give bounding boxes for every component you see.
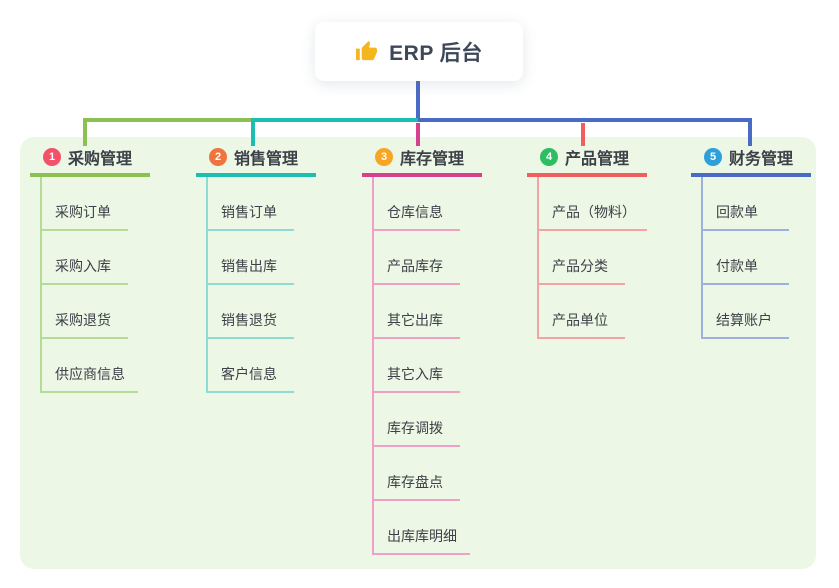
- child-node: 采购退货: [42, 285, 150, 339]
- branch-children: 销售订单 销售出库 销售退货 客户信息: [206, 177, 316, 393]
- child-label: 产品单位: [539, 310, 625, 339]
- branch-sales: 2 销售管理 销售订单 销售出库 销售退货 客户信息: [196, 146, 316, 393]
- child-label: 其它出库: [374, 310, 460, 339]
- branch-node: 3 库存管理: [362, 146, 482, 177]
- child-node: 回款单: [703, 177, 811, 231]
- child-label: 销售退货: [208, 310, 294, 339]
- branch-label: 销售管理: [234, 150, 299, 168]
- branch-product: 4 产品管理 产品（物料） 产品分类 产品单位: [527, 146, 647, 339]
- branch-children: 回款单 付款单 结算账户: [701, 177, 811, 339]
- branch-number-badge: 1: [43, 147, 61, 166]
- child-node: 结算账户: [703, 285, 811, 339]
- child-node: 出库库明细: [374, 501, 482, 555]
- child-node: 采购入库: [42, 231, 150, 285]
- child-label: 销售订单: [208, 202, 294, 231]
- child-label: 其它入库: [374, 364, 460, 393]
- child-label: 产品（物料）: [539, 202, 647, 231]
- branch-node: 5 财务管理: [691, 146, 811, 177]
- child-label: 结算账户: [703, 310, 789, 339]
- branch-children: 仓库信息 产品库存 其它出库 其它入库 库存调拨 库存盘点 出库库明细: [372, 177, 482, 555]
- child-label: 出库库明细: [374, 526, 470, 555]
- child-node: 供应商信息: [42, 339, 150, 393]
- child-label: 销售出库: [208, 256, 294, 285]
- branch-finance: 5 财务管理 回款单 付款单 结算账户: [691, 146, 811, 339]
- thumbs-up-icon: [356, 40, 378, 61]
- branch-node: 1 采购管理: [30, 146, 150, 177]
- child-node: 销售出库: [208, 231, 316, 285]
- child-node: 客户信息: [208, 339, 316, 393]
- child-label: 采购入库: [42, 256, 128, 285]
- branch-children: 采购订单 采购入库 采购退货 供应商信息: [40, 177, 150, 393]
- branch-node: 4 产品管理: [527, 146, 647, 177]
- child-label: 采购订单: [42, 202, 128, 231]
- child-node: 仓库信息: [374, 177, 482, 231]
- child-node: 销售退货: [208, 285, 316, 339]
- child-label: 客户信息: [208, 364, 294, 393]
- branch-number-badge: 5: [704, 147, 722, 166]
- branch-children: 产品（物料） 产品分类 产品单位: [537, 177, 647, 339]
- child-node: 产品库存: [374, 231, 482, 285]
- branch-label: 财务管理: [729, 150, 794, 168]
- child-node: 其它入库: [374, 339, 482, 393]
- child-label: 仓库信息: [374, 202, 460, 231]
- branch-number-badge: 3: [375, 147, 393, 166]
- branch-number-badge: 2: [209, 147, 227, 166]
- child-label: 库存调拨: [374, 418, 460, 447]
- child-label: 回款单: [703, 202, 789, 231]
- root-node: ERP 后台: [315, 22, 523, 81]
- child-node: 库存调拨: [374, 393, 482, 447]
- child-node: 付款单: [703, 231, 811, 285]
- branch-number-badge: 4: [540, 147, 558, 166]
- branch-label: 采购管理: [68, 150, 133, 168]
- branch-purchase: 1 采购管理 采购订单 采购入库 采购退货 供应商信息: [30, 146, 150, 393]
- child-label: 付款单: [703, 256, 789, 285]
- child-node: 产品分类: [539, 231, 647, 285]
- branches-background-panel: [20, 137, 816, 569]
- child-node: 产品单位: [539, 285, 647, 339]
- child-node: 其它出库: [374, 285, 482, 339]
- branch-inventory: 3 库存管理 仓库信息 产品库存 其它出库 其它入库 库存调拨 库存盘点 出库库…: [362, 146, 482, 555]
- child-label: 产品分类: [539, 256, 625, 285]
- child-node: 采购订单: [42, 177, 150, 231]
- branch-label: 库存管理: [400, 150, 465, 168]
- child-label: 采购退货: [42, 310, 128, 339]
- child-node: 库存盘点: [374, 447, 482, 501]
- branch-node: 2 销售管理: [196, 146, 316, 177]
- child-node: 产品（物料）: [539, 177, 647, 231]
- branch-label: 产品管理: [565, 150, 630, 168]
- child-label: 产品库存: [374, 256, 460, 285]
- child-label: 供应商信息: [42, 364, 138, 393]
- root-title: ERP 后台: [389, 41, 483, 65]
- child-node: 销售订单: [208, 177, 316, 231]
- child-label: 库存盘点: [374, 472, 460, 501]
